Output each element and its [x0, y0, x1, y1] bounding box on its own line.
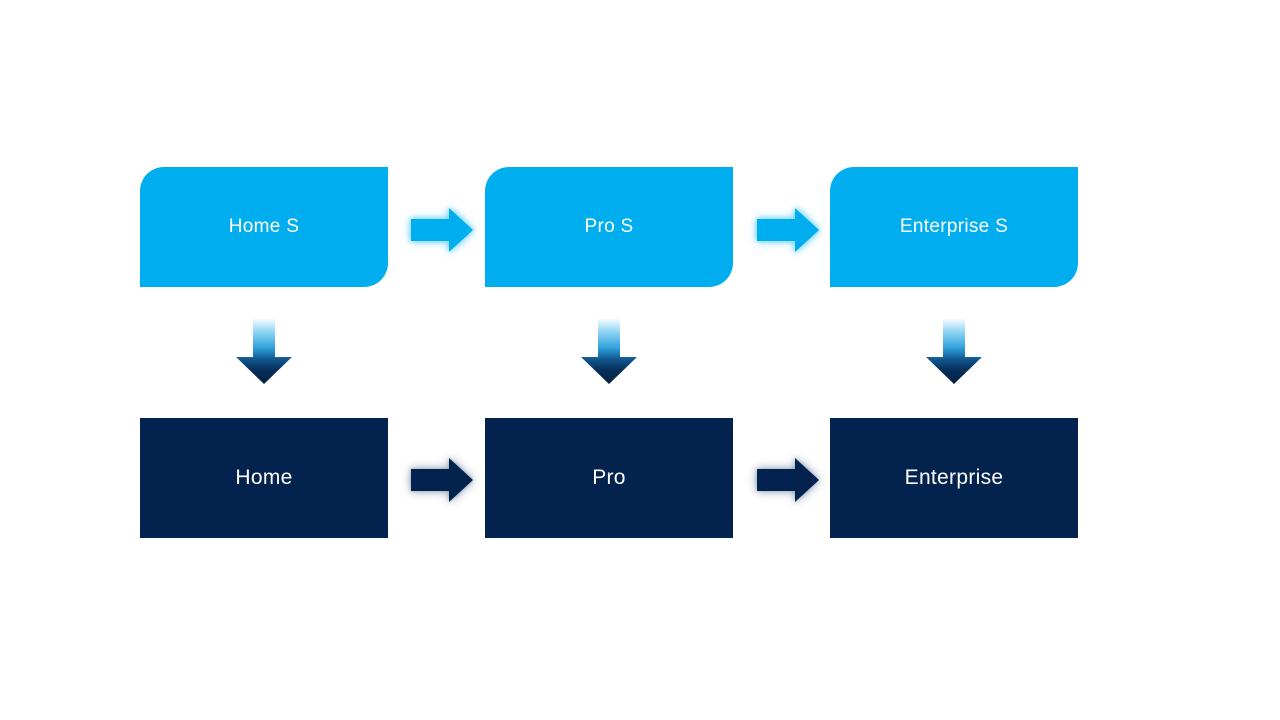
box-label: Pro S	[584, 216, 634, 237]
right-arrow-icon	[757, 458, 819, 502]
box-enterprise: Enterprise	[830, 418, 1078, 538]
down-arrow-icon	[236, 319, 292, 384]
box-pro-s: Pro S	[485, 167, 733, 287]
box-label: Enterprise	[904, 466, 1004, 489]
down-arrow-icon	[581, 319, 637, 384]
box-home-s: Home S	[140, 167, 388, 287]
box-label: Enterprise S	[899, 216, 1009, 237]
right-arrow-icon	[411, 208, 473, 252]
box-enterprise-s: Enterprise S	[830, 167, 1078, 287]
box-label: Pro	[592, 466, 626, 489]
right-arrow-icon	[757, 208, 819, 252]
right-arrow-icon	[411, 458, 473, 502]
box-label: Home S	[228, 216, 300, 237]
down-arrow-icon	[926, 319, 982, 384]
box-home: Home	[140, 418, 388, 538]
box-label: Home	[235, 466, 293, 489]
box-pro: Pro	[485, 418, 733, 538]
